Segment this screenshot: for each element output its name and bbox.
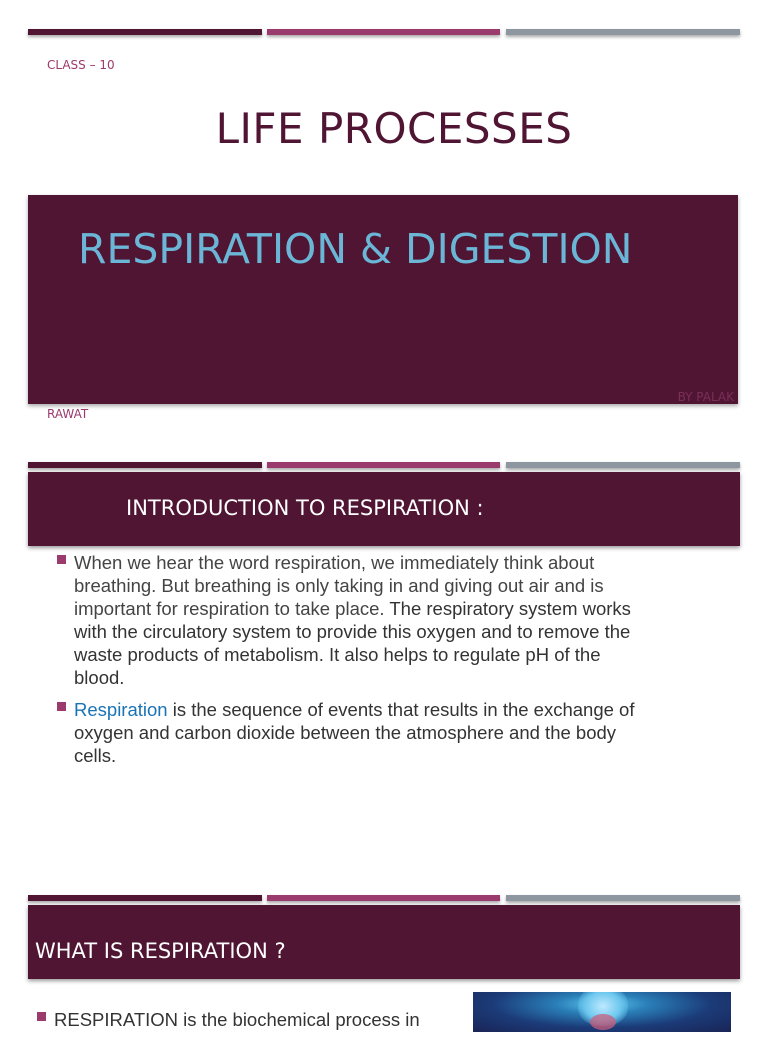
class-label: CLASS – 10	[47, 58, 115, 72]
accent-bar-gray	[506, 29, 740, 35]
accent-bar-gray	[506, 895, 740, 901]
subtitle: RESPIRATION & DIGESTION	[78, 225, 633, 273]
accent-bar-dark	[28, 462, 262, 468]
image-throat-region	[590, 1014, 616, 1030]
bullet-text: is the sequence of events that results i…	[74, 699, 635, 766]
author-label: BY PALAK	[677, 390, 734, 404]
bullet-list: RESPIRATION is the biochemical process i…	[36, 1008, 456, 1040]
bullet-item: When we hear the word respiration, we im…	[56, 551, 646, 689]
bullet-square-icon	[57, 702, 66, 711]
bullet-text: When we hear the word respiration, we im…	[74, 552, 604, 619]
section-heading: INTRODUCTION TO RESPIRATION :	[126, 496, 484, 520]
subtitle-panel: RESPIRATION & DIGESTION BY PALAK	[28, 195, 738, 404]
accent-bar-dark	[28, 29, 262, 35]
slide-title: LIFE PROCESSES	[215, 104, 573, 153]
bullet-square-icon	[37, 1012, 46, 1021]
respiratory-system-image	[473, 992, 731, 1032]
bullet-item: RESPIRATION is the biochemical process i…	[36, 1008, 456, 1031]
section-heading: WHAT IS RESPIRATION ?	[35, 939, 286, 963]
section-header: INTRODUCTION TO RESPIRATION :	[28, 472, 740, 546]
bullet-square-icon	[57, 555, 66, 564]
accent-bar-pink	[267, 895, 500, 901]
section-header: WHAT IS RESPIRATION ?	[28, 905, 740, 979]
accent-bar-pink	[267, 29, 500, 35]
bullet-text: RESPIRATION is the biochemical process i…	[54, 1009, 420, 1030]
bullet-item: Respiration is the sequence of events th…	[56, 698, 646, 767]
bullet-text: The respiratory system works with the ci…	[74, 598, 631, 688]
accent-bar-pink	[267, 462, 500, 468]
bullet-list: When we hear the word respiration, we im…	[56, 551, 646, 776]
accent-bar-gray	[506, 462, 740, 468]
accent-bar-dark	[28, 895, 262, 901]
author-surname: RAWAT	[47, 407, 89, 421]
respiration-link[interactable]: Respiration	[74, 699, 168, 720]
